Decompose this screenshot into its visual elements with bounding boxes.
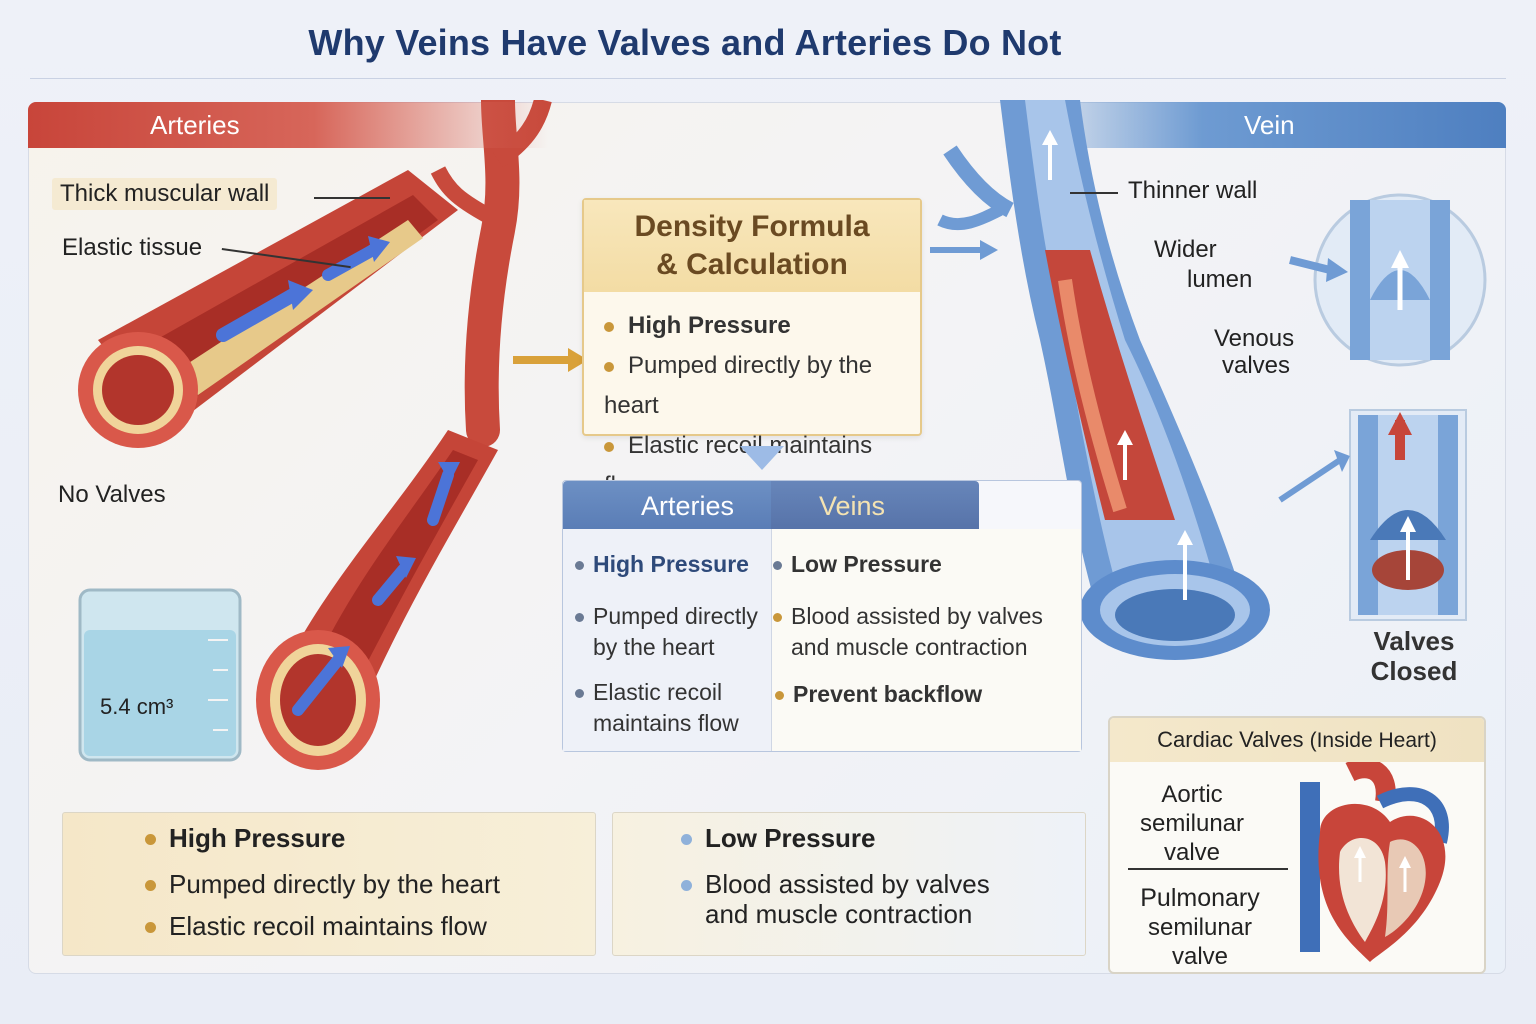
no-valves-label: No Valves bbox=[58, 481, 166, 508]
comparison-header-veins: Veins bbox=[771, 481, 979, 529]
arteries-column bbox=[563, 529, 771, 751]
summary-item: Low Pressure bbox=[681, 823, 876, 854]
arteries-header: Arteries bbox=[28, 102, 548, 148]
lumen-label: lumen bbox=[1187, 266, 1253, 293]
density-title-line1: Density Formula bbox=[634, 210, 870, 243]
bottom-arteries-summary: High Pressure Pumped directly by the hea… bbox=[62, 812, 596, 956]
venous-label: Venous bbox=[1214, 325, 1295, 352]
wider-label: Wider bbox=[1154, 236, 1217, 263]
artery-illustration bbox=[78, 100, 588, 770]
table-cell: High Pressure bbox=[575, 549, 749, 580]
veins-column bbox=[771, 529, 1081, 751]
comparison-header-arteries: Arteries bbox=[563, 481, 771, 529]
density-item: High Pressure bbox=[604, 306, 920, 346]
density-box: Density Formula & Calculation High Press… bbox=[582, 198, 922, 499]
summary-item: Elastic recoil maintains flow bbox=[145, 911, 487, 942]
down-arrow-icon bbox=[740, 446, 784, 470]
aortic-leader bbox=[1128, 868, 1288, 870]
thinner-wall-label: Thinner wall bbox=[1128, 177, 1258, 204]
density-title-line2: & Calculation bbox=[656, 248, 848, 281]
thick-wall-leader bbox=[314, 197, 390, 199]
beaker-volume-label: 5.4 cm³ bbox=[100, 694, 174, 719]
heart-icon bbox=[1300, 762, 1449, 962]
density-box-header: Density Formula & Calculation bbox=[584, 200, 920, 292]
valves-closed-line1: Valves bbox=[1373, 626, 1455, 656]
thinner-wall-leader bbox=[1070, 192, 1118, 194]
valves-closed-label: Valves Closed bbox=[1358, 626, 1470, 686]
page-title: Why Veins Have Valves and Arteries Do No… bbox=[308, 22, 1062, 63]
summary-item: Pumped directly by the heart bbox=[145, 869, 500, 900]
table-cell: Low Pressure bbox=[773, 549, 942, 580]
vein-illustration bbox=[930, 100, 1487, 660]
table-cell: Prevent backflow bbox=[775, 679, 982, 710]
density-item: Pumped directly by the heart bbox=[604, 352, 873, 419]
vein-header-label: Vein bbox=[1244, 110, 1295, 140]
arteries-header-label: Arteries bbox=[150, 110, 240, 140]
elastic-tissue-label: Elastic tissue bbox=[62, 234, 203, 261]
comparison-table: Arteries Veins High Pressure Pumped dire… bbox=[562, 480, 1082, 752]
summary-item: High Pressure bbox=[145, 823, 345, 854]
thick-wall-label: Thick muscular wall bbox=[52, 178, 278, 210]
valves-label: valves bbox=[1222, 352, 1291, 379]
title-divider bbox=[30, 78, 1506, 79]
cardiac-valves-title: Cardiac Valves (Inside Heart) bbox=[1110, 718, 1484, 762]
valves-closed-line2: Closed bbox=[1370, 656, 1458, 686]
